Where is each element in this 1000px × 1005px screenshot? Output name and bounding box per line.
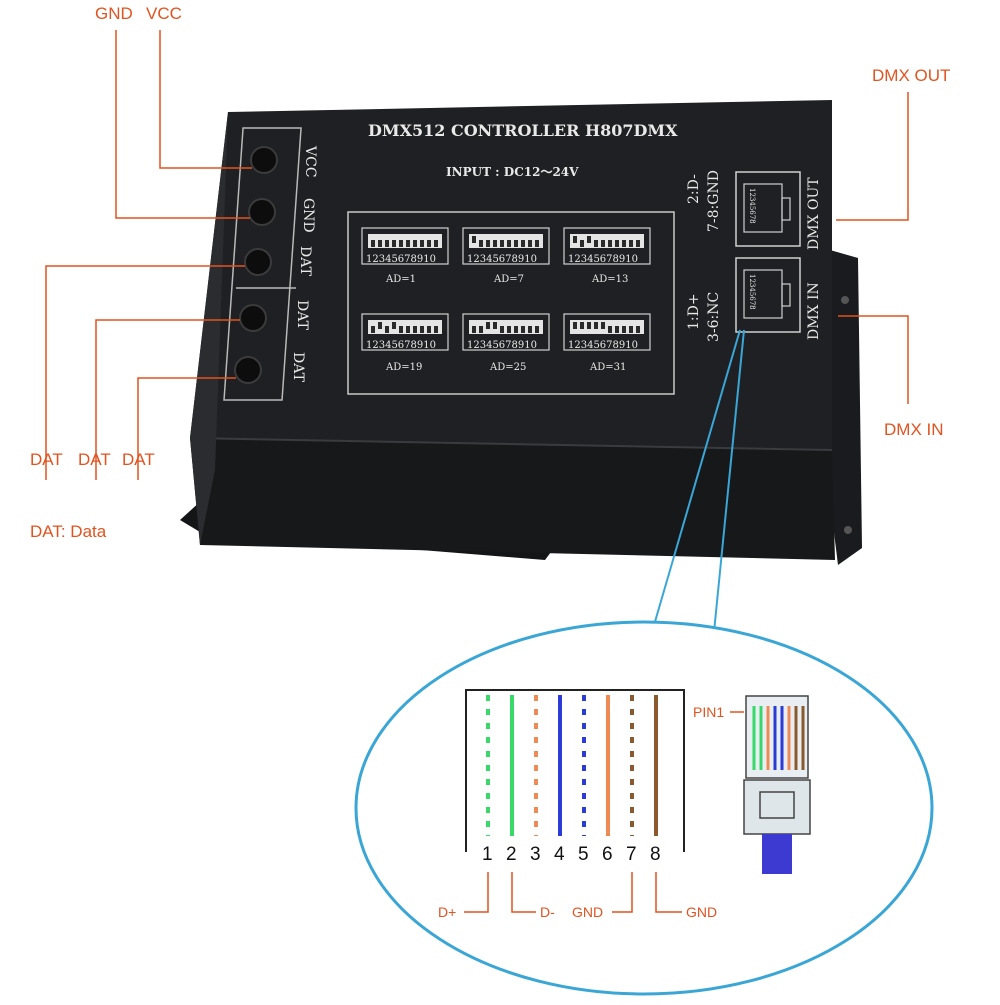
- wire-label-gnd-a: GND: [572, 904, 604, 920]
- pin-number-3: 3: [530, 844, 541, 865]
- callout-gnd: GND: [95, 4, 133, 23]
- svg-text:12345678: 12345678: [748, 188, 756, 224]
- terminal-label-dat-2: DAT: [294, 300, 310, 331]
- wire-label-gnd-b: GND: [686, 904, 718, 920]
- dip-label-3: AD=13: [591, 274, 628, 285]
- callout-leaders: [45, 30, 909, 480]
- dip-numbers-3: 12345678910: [568, 254, 638, 265]
- dip-panel: [347, 211, 675, 395]
- dip-block-6: 12345678910 AD=31: [563, 313, 651, 373]
- callout-dat-1: DAT: [30, 450, 63, 469]
- callout-dmx-out: DMX OUT: [872, 66, 951, 85]
- dip-numbers-5: 12345678910: [467, 340, 537, 351]
- pin-number-8: 8: [650, 844, 661, 865]
- dip-numbers-4: 12345678910: [366, 340, 436, 351]
- dip-block-2: 12345678910 AD=7: [462, 227, 550, 285]
- port-label-out: DMX OUT: [806, 177, 822, 250]
- magnifier-lens: [354, 620, 934, 996]
- dip-label-1: AD=1: [385, 274, 416, 285]
- wire-label-d-minus: D-: [540, 904, 555, 920]
- dip-block-3: 12345678910 AD=13: [563, 227, 651, 285]
- pin-number-6: 6: [602, 844, 613, 865]
- pin-note-top-b: 7-8:GND: [706, 170, 722, 232]
- dip-numbers-2: 12345678910: [467, 254, 537, 265]
- dmx-out-port: 12345678: [735, 171, 801, 247]
- lens-leader-left: [651, 329, 741, 633]
- dip-block-4: 12345678910 AD=19: [361, 313, 449, 373]
- device-left-face: [190, 112, 228, 545]
- callout-dat-3: DAT: [122, 450, 155, 469]
- dip-numbers-6: 12345678910: [568, 340, 638, 351]
- pin-number-7: 7: [626, 844, 637, 865]
- device-input: INPUT : DC12～24V: [446, 165, 579, 179]
- terminal-label-vcc: VCC: [302, 145, 318, 178]
- dip-label-4: AD=19: [385, 362, 422, 373]
- wire-label-d-plus: D+: [438, 904, 457, 920]
- svg-text:12345678: 12345678: [748, 274, 756, 310]
- dip-numbers-1: 12345678910: [366, 254, 436, 265]
- callout-dat-2: DAT: [78, 450, 111, 469]
- terminal-label-gnd: GND: [300, 198, 316, 233]
- dip-label-2: AD=7: [493, 274, 524, 285]
- pin-number-4: 4: [554, 844, 565, 865]
- callout-dat-note: DAT: Data: [30, 522, 107, 541]
- device-front-face: [190, 438, 835, 560]
- wire-frame: [465, 689, 685, 852]
- device-title: DMX512 CONTROLLER H807DMX: [368, 121, 678, 140]
- device-top-face: [190, 100, 832, 450]
- pin-note-top-a: 2:D-: [686, 174, 702, 204]
- dip-label-6: AD=31: [589, 362, 626, 373]
- dip-label-5: AD=25: [489, 362, 526, 373]
- dip-block-5: 12345678910 AD=25: [462, 313, 550, 373]
- pin-note-bottom-a: 1:D+: [686, 293, 702, 330]
- pin-number-5: 5: [578, 844, 589, 865]
- pin-note-bottom-b: 3-6:NC: [706, 292, 722, 342]
- dmx-in-port: 12345678: [735, 257, 801, 333]
- pin-number-1: 1: [482, 844, 493, 865]
- terminal-label-dat-1: DAT: [297, 246, 313, 277]
- pin-number-2: 2: [506, 844, 517, 865]
- terminal-block: [223, 127, 302, 401]
- terminal-screws: [234, 146, 278, 384]
- dip-block-1: 12345678910 AD=1: [361, 227, 449, 285]
- pin1-label: PIN1: [693, 704, 725, 720]
- port-label-in: DMX IN: [806, 282, 822, 340]
- rj45-plug-icon: [730, 695, 811, 874]
- callout-vcc: VCC: [146, 4, 182, 23]
- terminal-label-dat-3: DAT: [290, 352, 306, 383]
- wire-label-leaders: [464, 872, 682, 913]
- wires: [486, 695, 658, 836]
- lens-leader-right: [713, 329, 745, 633]
- callout-dmx-in: DMX IN: [884, 420, 944, 439]
